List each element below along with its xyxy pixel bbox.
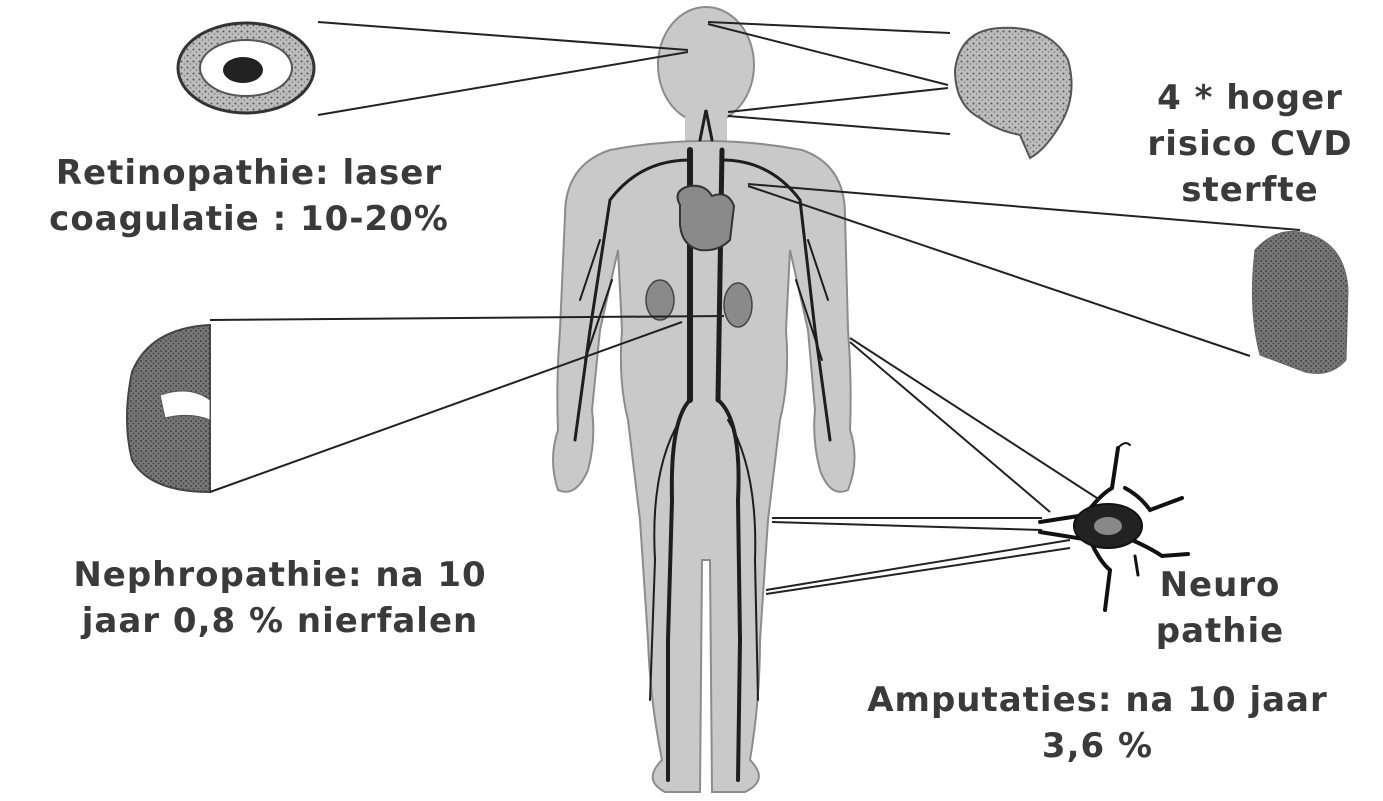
neuropathy-line-1: Neuro [1130,562,1310,608]
neuropathy-line-2: pathie [1130,608,1310,654]
cvd-line-1: 4 * hoger [1130,75,1370,121]
amputations-label: Amputaties: na 10 jaar 3,6 % [820,677,1375,769]
amputations-line-1: Amputaties: na 10 jaar [820,677,1375,723]
cvd-risk-label: 4 * hoger risico CVD sterfte [1130,75,1370,213]
nephropathy-line-2: jaar 0,8 % nierfalen [40,598,520,644]
nephropathy-line-1: Nephropathie: na 10 [40,552,520,598]
heart-organ [678,186,734,251]
retina-illustration [178,23,314,113]
amputations-line-2: 3,6 % [820,723,1375,769]
brain-illustration [955,28,1072,158]
retinopathy-line-2: coagulatie : 10-20% [14,196,484,242]
retinopathy-line-1: Retinopathie: laser [14,150,484,196]
retinopathy-label: Retinopathie: laser coagulatie : 10-20% [14,150,484,242]
neuropathy-label: Neuro pathie [1130,562,1310,654]
nephropathy-label: Nephropathie: na 10 jaar 0,8 % nierfalen [40,552,520,644]
cvd-line-3: sterfte [1130,167,1370,213]
kidney-section-illustration [127,325,210,492]
cvd-line-2: risico CVD [1130,121,1370,167]
left-kidney [646,280,674,320]
human-body-figure [553,7,855,792]
heart-tissue-illustration [1252,231,1348,373]
right-kidney [724,283,752,327]
